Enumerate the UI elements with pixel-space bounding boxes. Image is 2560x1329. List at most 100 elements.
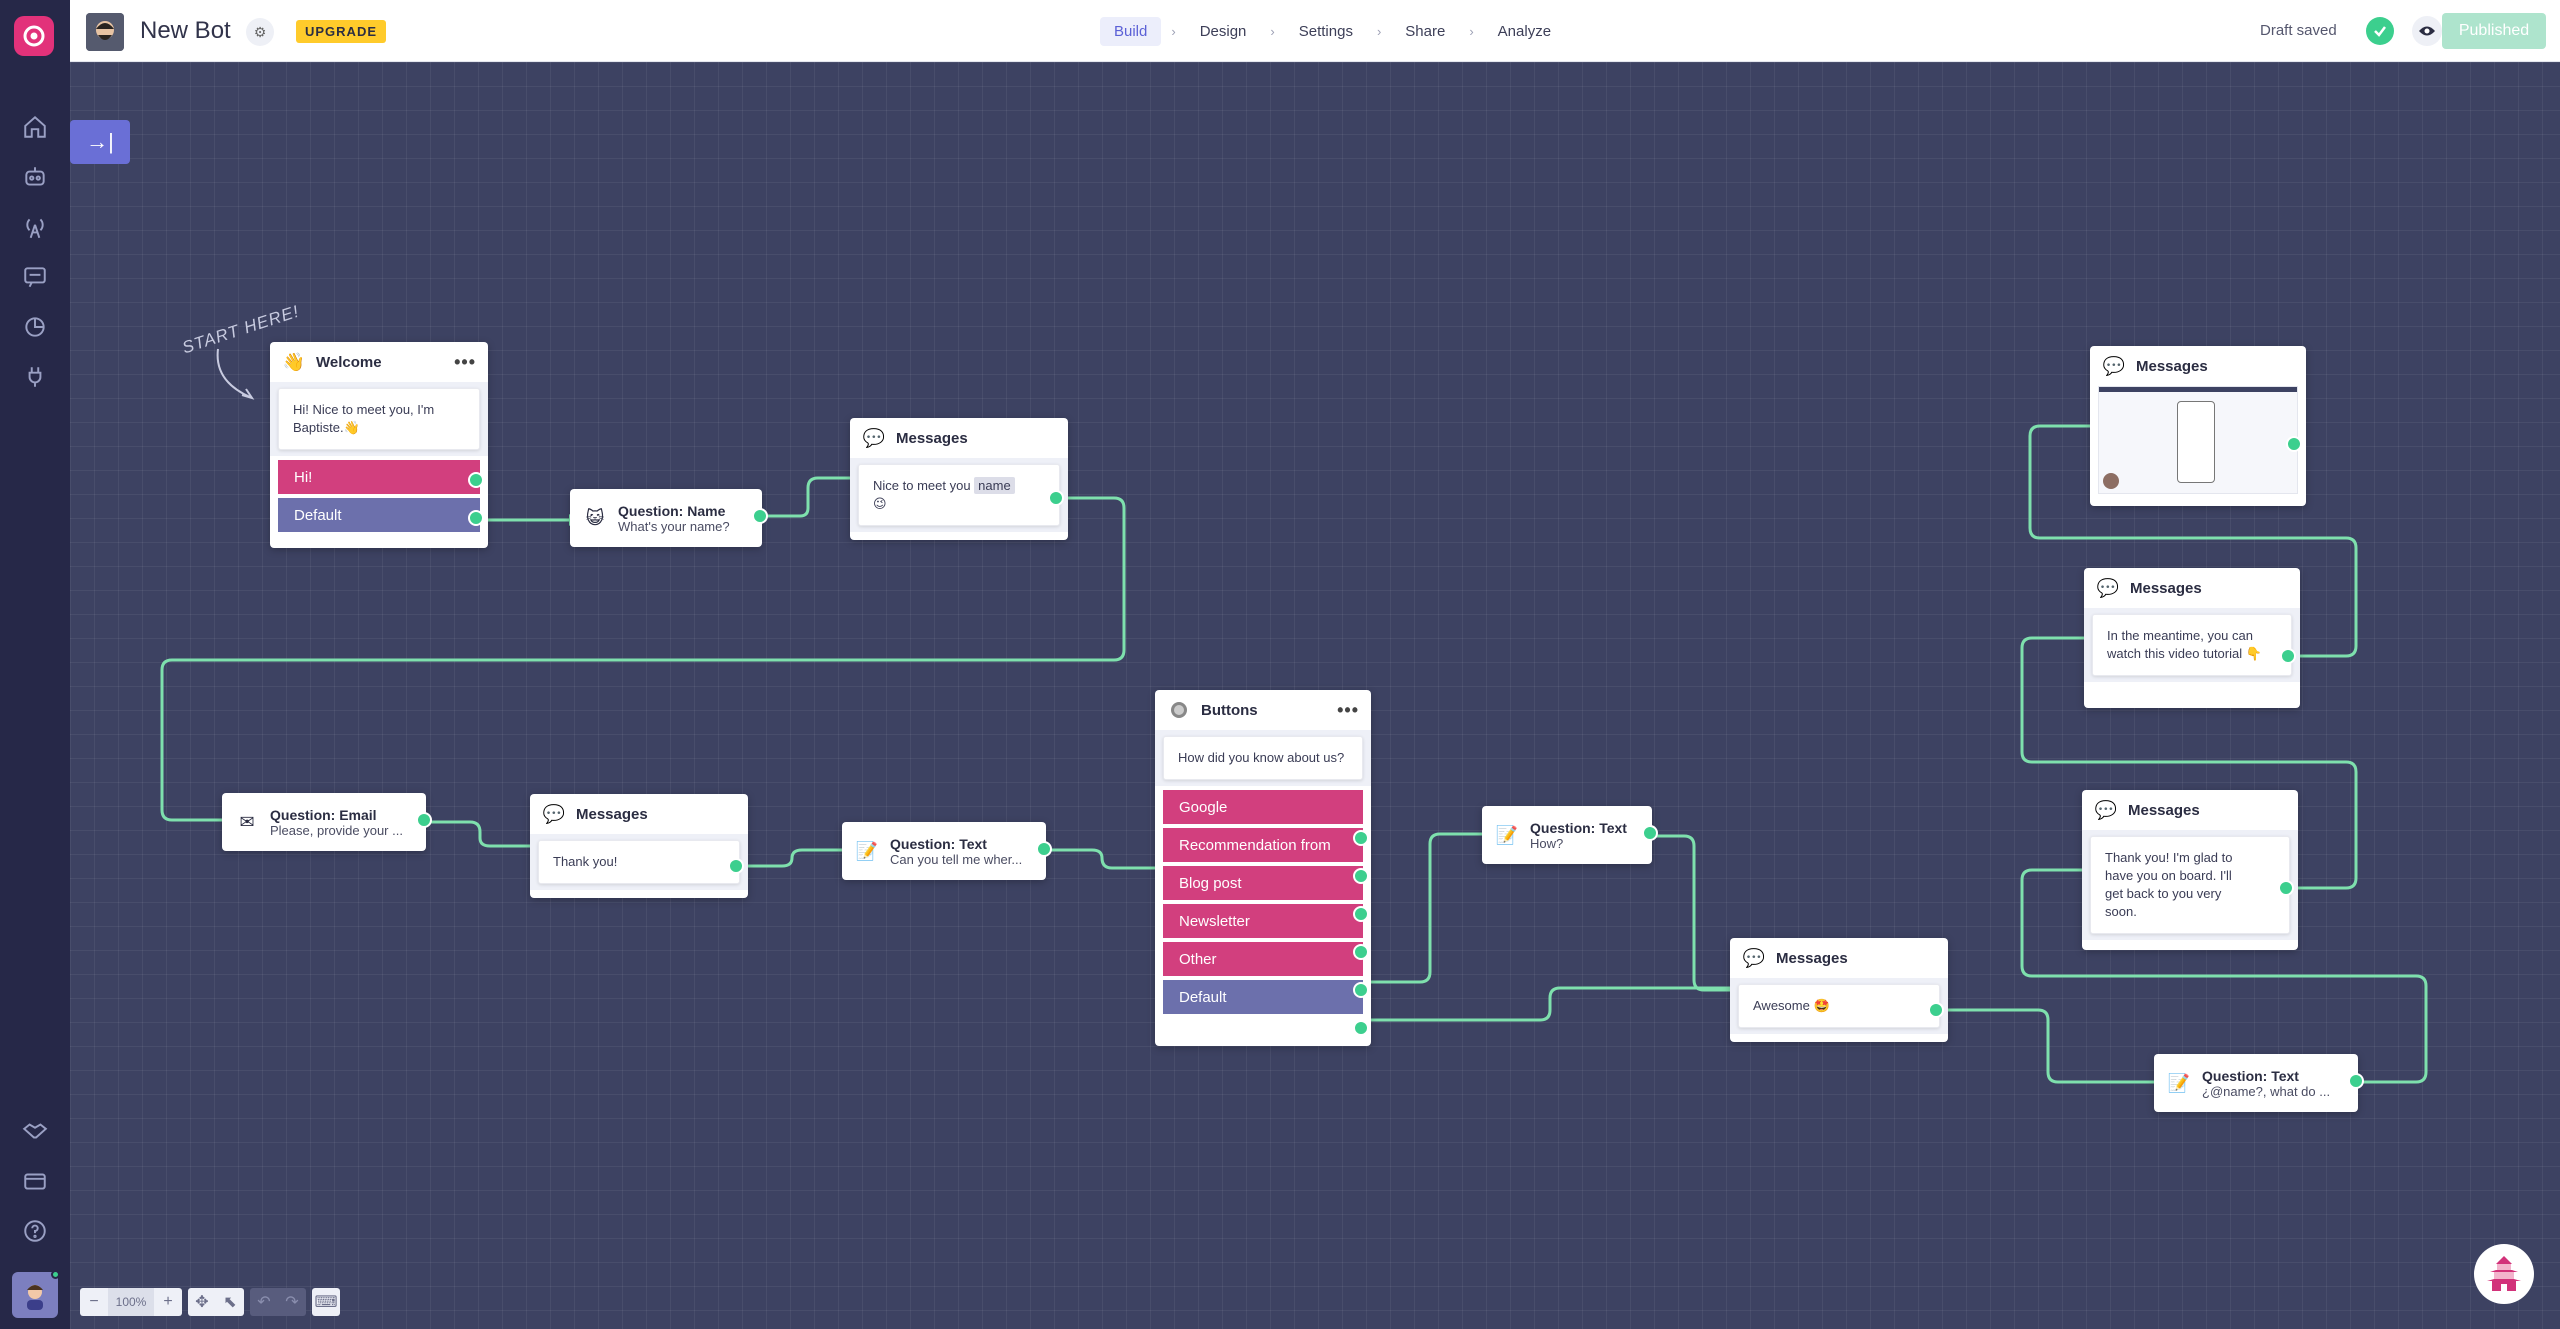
message-bubble[interactable]: How did you know about us?: [1163, 736, 1363, 780]
node-header: Buttons •••: [1155, 690, 1371, 730]
app-logo-icon[interactable]: [14, 16, 54, 56]
analytics-icon[interactable]: [20, 312, 50, 342]
output-port[interactable]: [1353, 944, 1369, 960]
message-bubble[interactable]: Hi! Nice to meet you, I'm Baptiste.👋: [278, 388, 480, 450]
variable-chip: name: [974, 477, 1015, 494]
output-port[interactable]: [728, 858, 744, 874]
pan-move-icon[interactable]: ✥: [195, 1294, 209, 1311]
output-port[interactable]: [1048, 490, 1064, 506]
choice-button[interactable]: Hi!: [278, 460, 480, 494]
publish-button[interactable]: Published: [2442, 13, 2546, 49]
preview-eye-icon[interactable]: [2412, 16, 2442, 46]
node-messages-video[interactable]: 💬 Messages: [2090, 346, 2306, 506]
handshake-icon[interactable]: [20, 1116, 50, 1146]
node-title: Question: Text: [890, 835, 987, 852]
chevron-right-icon: ›: [1270, 23, 1275, 39]
user-avatar[interactable]: [12, 1270, 60, 1318]
output-port[interactable]: [1928, 1002, 1944, 1018]
zoom-out-icon[interactable]: −: [89, 1293, 99, 1310]
bot-settings-icon[interactable]: ⚙: [246, 18, 274, 46]
node-question-email[interactable]: ✉ Question: Email Please, provide your .…: [222, 793, 432, 851]
pagoda-widget-icon[interactable]: [2474, 1244, 2534, 1304]
message-bubble[interactable]: In the meantime, you can watch this vide…: [2092, 614, 2292, 676]
more-options-icon[interactable]: •••: [454, 351, 476, 372]
broadcast-icon[interactable]: [20, 212, 50, 242]
output-port[interactable]: [1353, 982, 1369, 998]
zoom-level: 100%: [108, 1288, 154, 1316]
choice-button[interactable]: Other: [1163, 942, 1363, 976]
node-messages-awesome[interactable]: 💬 Messages Awesome 🤩: [1730, 938, 1948, 1042]
node-question-name[interactable]: 😺 Question: Name What's your name?: [570, 489, 768, 547]
keyboard-shortcuts-icon[interactable]: ⌨: [314, 1294, 338, 1311]
tab-share[interactable]: Share: [1405, 22, 1446, 40]
envelope-icon: ✉: [239, 811, 255, 832]
thumbnail-header-bar: [2099, 387, 2297, 392]
node-question-text-how[interactable]: 📝 Question: Text How?: [1482, 806, 1658, 864]
output-port[interactable]: [468, 472, 484, 488]
output-port[interactable]: [1642, 825, 1658, 841]
collapse-panel-button[interactable]: →|: [70, 120, 130, 164]
node-messages-glad[interactable]: 💬 Messages Thank you! I'm glad to have y…: [2082, 790, 2298, 950]
more-options-icon[interactable]: •••: [1337, 699, 1359, 720]
output-port[interactable]: [1353, 906, 1369, 922]
node-subtitle: Can you tell me wher...: [890, 851, 1023, 867]
node-header: 💬 Messages: [2084, 568, 2300, 608]
speech-bubble-icon: 💬: [2102, 355, 2126, 376]
output-port[interactable]: [1353, 868, 1369, 884]
output-port[interactable]: [1353, 830, 1369, 846]
node-header: 👋 Welcome •••: [270, 342, 488, 382]
output-port[interactable]: [1036, 841, 1052, 857]
output-port[interactable]: [2348, 1073, 2364, 1089]
output-port[interactable]: [2286, 436, 2302, 452]
chat-icon[interactable]: [20, 262, 50, 292]
node-messages-meantime[interactable]: 💬 Messages In the meantime, you can watc…: [2084, 568, 2300, 708]
draft-status: Draft saved: [2260, 22, 2337, 39]
tab-settings[interactable]: Settings: [1298, 22, 1353, 40]
choice-button[interactable]: Recommendation from: [1163, 828, 1363, 862]
node-header: 💬 Messages: [850, 418, 1068, 458]
choice-button[interactable]: Blog post: [1163, 866, 1363, 900]
output-port[interactable]: [416, 812, 432, 828]
bot-name[interactable]: New Bot: [140, 17, 231, 44]
integrations-icon[interactable]: [20, 362, 50, 392]
output-port[interactable]: [1353, 1020, 1369, 1036]
node-subtitle: ¿@name?, what do ...: [2202, 1083, 2331, 1099]
bot-icon[interactable]: [20, 162, 50, 192]
default-choice-button[interactable]: Default: [1163, 980, 1363, 1014]
zoom-in-icon[interactable]: +: [163, 1293, 173, 1310]
output-port[interactable]: [2280, 648, 2296, 664]
billing-icon[interactable]: [20, 1166, 50, 1196]
message-bubble[interactable]: Thank you! I'm glad to have you on board…: [2090, 836, 2290, 934]
message-bubble[interactable]: Thank you!: [538, 840, 740, 884]
node-welcome[interactable]: 👋 Welcome ••• Hi! Nice to meet you, I'm …: [270, 342, 488, 548]
node-title: Messages: [2130, 579, 2202, 597]
upgrade-badge[interactable]: UPGRADE: [296, 20, 387, 43]
tab-design[interactable]: Design: [1199, 22, 1247, 40]
output-port[interactable]: [2278, 880, 2294, 896]
node-question-text-final[interactable]: 📝 Question: Text ¿@name?, what do ...: [2154, 1054, 2364, 1112]
node-title: Messages: [2136, 357, 2208, 375]
choice-button[interactable]: Newsletter: [1163, 904, 1363, 938]
help-icon[interactable]: [20, 1216, 50, 1246]
video-thumbnail[interactable]: [2098, 386, 2298, 494]
bot-avatar[interactable]: [86, 13, 124, 51]
home-icon[interactable]: [20, 112, 50, 142]
node-buttons[interactable]: Buttons ••• How did you know about us? G…: [1155, 690, 1371, 1046]
node-messages-thanks[interactable]: 💬 Messages Thank you!: [530, 794, 748, 898]
choice-button[interactable]: Google: [1163, 790, 1363, 824]
cursor-select-icon[interactable]: ⬉: [223, 1294, 237, 1311]
node-header: 💬 Messages: [1730, 938, 1948, 978]
undo-icon[interactable]: ↶: [257, 1294, 271, 1311]
face-icon: 😺: [585, 507, 605, 528]
node-title: Messages: [576, 805, 648, 823]
message-bubble[interactable]: Nice to meet you name 😉: [858, 464, 1060, 526]
message-bubble[interactable]: Awesome 🤩: [1738, 984, 1940, 1028]
tab-build[interactable]: Build: [1100, 16, 1162, 46]
output-port[interactable]: [468, 510, 484, 526]
redo-icon[interactable]: ↷: [285, 1294, 299, 1311]
output-port[interactable]: [752, 508, 768, 524]
default-choice-button[interactable]: Default: [278, 498, 480, 532]
node-question-text-where[interactable]: 📝 Question: Text Can you tell me wher...: [842, 822, 1052, 880]
node-messages-nice[interactable]: 💬 Messages Nice to meet you name 😉: [850, 418, 1068, 540]
tab-analyze[interactable]: Analyze: [1497, 22, 1552, 40]
